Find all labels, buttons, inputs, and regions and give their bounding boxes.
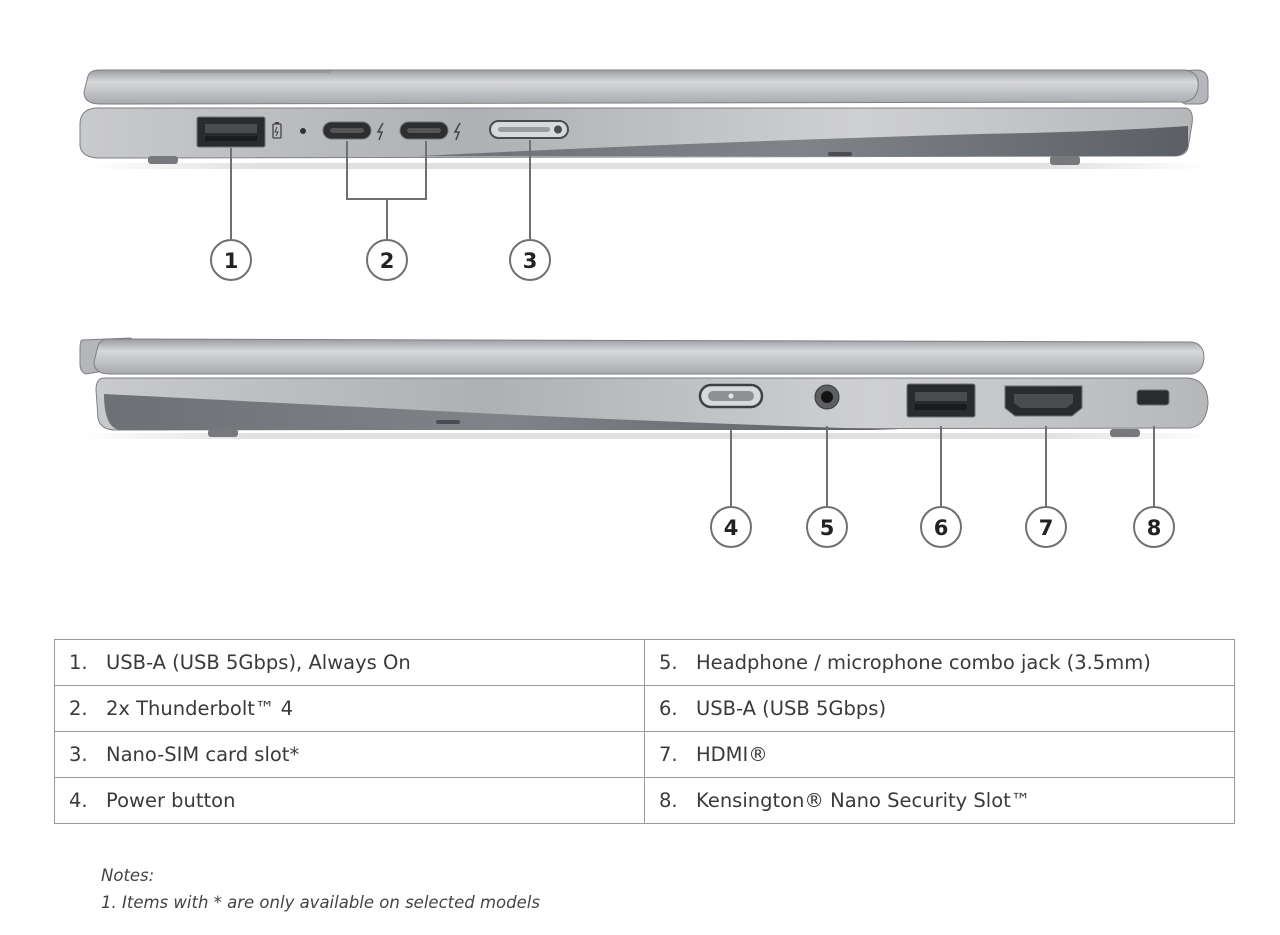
callout-number: 2 [380, 249, 395, 273]
thunderbolt-icon [376, 122, 384, 141]
item-label: Nano-SIM card slot* [106, 743, 300, 766]
battery-charge-icon [272, 122, 282, 139]
callout-number: 1 [224, 249, 239, 273]
item-number: 4. [69, 789, 88, 812]
table-cell: 3. Nano-SIM card slot* [54, 731, 645, 778]
notes-section: Notes: 1. Items with * are only availabl… [101, 862, 540, 916]
usb-a-port [906, 383, 976, 418]
usb-a-port-always-on [196, 116, 266, 148]
thunderbolt-icon [453, 122, 461, 141]
item-number: 6. [659, 697, 678, 720]
laptop-ports-diagram: 1 2 3 4 5 6 7 8 [79, 69, 1210, 548]
port-legend-table: 1. USB-A (USB 5Gbps), Always On 5. Headpho… [54, 639, 1235, 824]
thunderbolt-port-1 [322, 121, 372, 140]
note-item: 1. Items with * are only available on se… [101, 893, 540, 912]
callout-3: 3 [509, 239, 551, 281]
callout-number: 4 [724, 516, 739, 540]
table-cell: 8. Kensington® Nano Security Slot™ [644, 777, 1235, 824]
power-button [698, 383, 764, 409]
table-row: 1. USB-A (USB 5Gbps), Always On 5. Headpho… [54, 639, 1235, 686]
item-number: 2. [69, 697, 88, 720]
item-number: 7. [659, 743, 678, 766]
item-number: 1. [69, 651, 88, 674]
table-cell: 7. HDMI® [644, 731, 1235, 778]
callout-number: 7 [1039, 516, 1054, 540]
notes-title: Notes: [101, 866, 155, 885]
thunderbolt-port-2 [399, 121, 449, 140]
status-led-dot [300, 128, 306, 134]
item-number: 3. [69, 743, 88, 766]
table-row: 4. Power button 8. Kensington® Nano Securi… [54, 777, 1235, 824]
table-row: 3. Nano-SIM card slot* 7. HDMI® [54, 731, 1235, 778]
table-cell: 6. USB-A (USB 5Gbps) [644, 685, 1235, 732]
item-label: USB-A (USB 5Gbps) [696, 697, 887, 720]
table-cell: 2. 2x Thunderbolt™ 4 [54, 685, 645, 732]
item-label: Kensington® Nano Security Slot™ [696, 789, 1031, 812]
callout-2: 2 [366, 239, 408, 281]
callout-number: 3 [523, 249, 538, 273]
item-number: 5. [659, 651, 678, 674]
item-label: Headphone / microphone combo jack (3.5mm… [696, 651, 1151, 674]
item-label: 2x Thunderbolt™ 4 [106, 697, 294, 720]
laptop-right-side-view [79, 337, 1210, 439]
table-cell: 5. Headphone / microphone combo jack (3.5… [644, 639, 1235, 686]
callout-7: 7 [1025, 506, 1067, 548]
callout-6: 6 [920, 506, 962, 548]
headphone-jack [814, 384, 840, 410]
table-cell: 4. Power button [54, 777, 645, 824]
laptop-left-side-view [79, 69, 1210, 169]
hdmi-port [1004, 385, 1083, 417]
table-cell: 1. USB-A (USB 5Gbps), Always On [54, 639, 645, 686]
callout-number: 5 [820, 516, 835, 540]
callout-4: 4 [710, 506, 752, 548]
callout-number: 8 [1147, 516, 1162, 540]
item-label: Power button [106, 789, 236, 812]
item-label: USB-A (USB 5Gbps), Always On [106, 651, 411, 674]
leader-lines [230, 140, 1155, 507]
table-row: 2. 2x Thunderbolt™ 4 6. USB-A (USB 5Gbps) [54, 685, 1235, 732]
item-label: HDMI® [696, 743, 768, 766]
item-number: 8. [659, 789, 678, 812]
callout-number: 6 [934, 516, 949, 540]
callout-1: 1 [210, 239, 252, 281]
callout-5: 5 [806, 506, 848, 548]
nano-sim-slot [489, 120, 569, 139]
callout-8: 8 [1133, 506, 1175, 548]
kensington-slot [1136, 389, 1170, 406]
